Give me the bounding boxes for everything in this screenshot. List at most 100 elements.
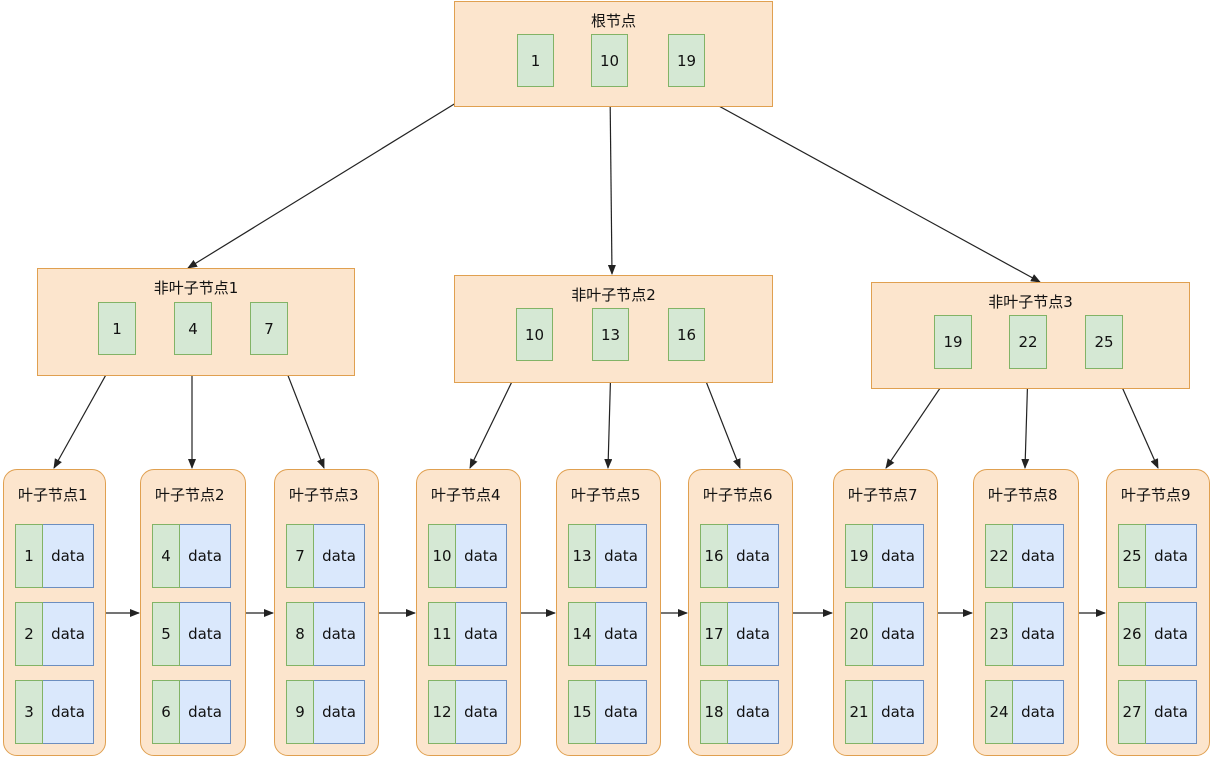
entry-data: data	[43, 680, 94, 744]
entry-key: 18	[700, 680, 728, 744]
entry-key: 13	[568, 524, 596, 588]
entry-data: data	[1013, 680, 1064, 744]
leaf-node-title: 叶子节点3	[289, 486, 359, 504]
entry-key: 7	[286, 524, 314, 588]
internal-key: 4	[174, 302, 212, 355]
internal-key: 13	[592, 308, 629, 361]
leaf-node-title: 叶子节点8	[988, 486, 1058, 504]
entry-data: data	[180, 524, 231, 588]
entry-data: data	[596, 602, 647, 666]
entry-data: data	[873, 680, 924, 744]
entry-key: 23	[985, 602, 1013, 666]
entry-data: data	[1146, 680, 1197, 744]
leaf-node-title: 叶子节点5	[571, 486, 641, 504]
entry-data: data	[1013, 524, 1064, 588]
entry-key: 15	[568, 680, 596, 744]
entry-data: data	[873, 602, 924, 666]
entry-data: data	[456, 680, 507, 744]
entry-data: data	[873, 524, 924, 588]
entry-data: data	[180, 602, 231, 666]
entry-key: 11	[428, 602, 456, 666]
entry-key: 1	[15, 524, 43, 588]
entry-key: 2	[15, 602, 43, 666]
leaf-node-title: 叶子节点2	[155, 486, 225, 504]
root-key: 10	[591, 34, 628, 87]
entry-data: data	[43, 602, 94, 666]
internal-key: 7	[250, 302, 288, 355]
entry-key: 25	[1118, 524, 1146, 588]
entry-data: data	[728, 680, 779, 744]
entry-key: 5	[152, 602, 180, 666]
entry-data: data	[596, 524, 647, 588]
entry-data: data	[1146, 602, 1197, 666]
leaf-node-title: 叶子节点6	[703, 486, 773, 504]
entry-key: 19	[845, 524, 873, 588]
entry-data: data	[456, 524, 507, 588]
internal-key: 16	[668, 308, 705, 361]
entry-key: 14	[568, 602, 596, 666]
entry-key: 27	[1118, 680, 1146, 744]
internal-key: 10	[516, 308, 553, 361]
internal-key: 1	[98, 302, 136, 355]
root-key: 19	[668, 34, 705, 87]
internal-key: 19	[934, 315, 972, 369]
entry-data: data	[43, 524, 94, 588]
entry-key: 8	[286, 602, 314, 666]
entry-key: 12	[428, 680, 456, 744]
entry-key: 10	[428, 524, 456, 588]
entry-key: 4	[152, 524, 180, 588]
entry-key: 6	[152, 680, 180, 744]
internal-node-title: 非叶子节点2	[571, 286, 656, 304]
entry-key: 26	[1118, 602, 1146, 666]
entry-data: data	[728, 602, 779, 666]
entry-data: data	[1146, 524, 1197, 588]
entry-key: 3	[15, 680, 43, 744]
leaf-node-title: 叶子节点4	[431, 486, 501, 504]
entry-key: 16	[700, 524, 728, 588]
entry-data: data	[314, 602, 365, 666]
root-node-title: 根节点	[590, 12, 636, 30]
edge-root-to-internal-2	[607, 87, 616, 275]
edge-root-to-internal-3	[685, 87, 1041, 283]
leaf-node-title: 叶子节点7	[848, 486, 918, 504]
internal-key: 25	[1085, 315, 1123, 369]
entry-key: 21	[845, 680, 873, 744]
entry-data: data	[456, 602, 507, 666]
internal-key: 22	[1009, 315, 1047, 369]
entry-key: 24	[985, 680, 1013, 744]
entry-data: data	[314, 524, 365, 588]
internal-node-title: 非叶子节点1	[153, 279, 239, 297]
entry-data: data	[180, 680, 231, 744]
leaf-node-title: 叶子节点9	[1121, 486, 1191, 504]
entry-data: data	[1013, 602, 1064, 666]
entry-key: 9	[286, 680, 314, 744]
leaf-node-title: 叶子节点1	[18, 486, 88, 504]
entry-key: 20	[845, 602, 873, 666]
internal-node-title: 非叶子节点3	[988, 293, 1073, 311]
